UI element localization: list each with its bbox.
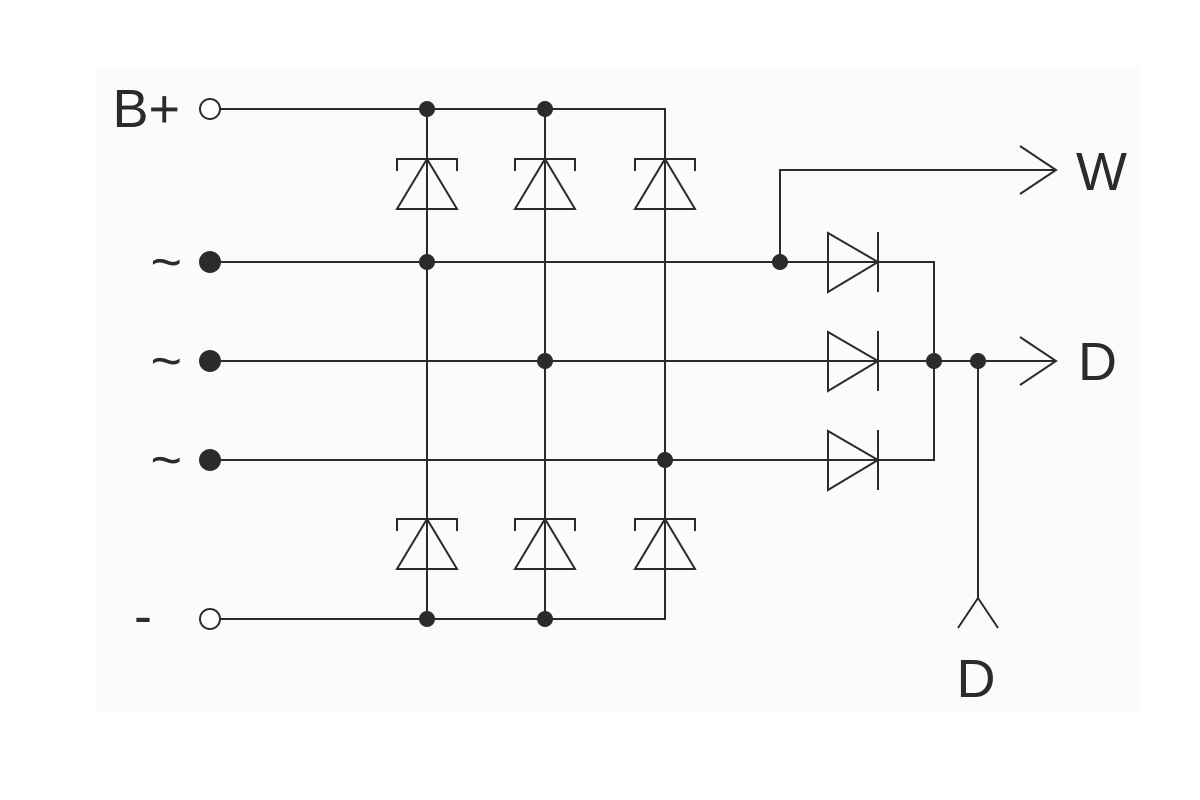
w-output-arrow xyxy=(1019,145,1058,195)
w-tap-line xyxy=(779,169,1056,263)
b-plus-label: B+ xyxy=(112,79,180,139)
ac-label-2: ~ xyxy=(150,331,182,391)
junction-dots xyxy=(419,101,986,627)
ac-terminal-2 xyxy=(199,350,221,372)
ac-label-3: ~ xyxy=(150,430,182,490)
zener-diode-upper-3 xyxy=(633,157,697,210)
minus-label: - xyxy=(134,586,152,646)
b-plus-terminal xyxy=(199,98,221,120)
diagram-panel xyxy=(95,68,1140,713)
d-output-label: D xyxy=(1078,332,1117,392)
zener-diode-lower-3 xyxy=(633,517,697,570)
junction-dot xyxy=(419,254,435,270)
junction-dot xyxy=(537,353,553,369)
ac-terminal-1 xyxy=(199,251,221,273)
junction-dot xyxy=(772,254,788,270)
w-output-label: W xyxy=(1076,142,1127,202)
minus-terminal xyxy=(199,608,221,630)
junction-dot xyxy=(537,101,553,117)
d-lower-label: D xyxy=(957,649,996,709)
junction-dot xyxy=(537,611,553,627)
junction-dot xyxy=(657,452,673,468)
junction-dot xyxy=(970,353,986,369)
zener-diode-upper-2 xyxy=(513,157,577,210)
zener-diode-lower-2 xyxy=(513,517,577,570)
junction-dot xyxy=(926,353,942,369)
zener-diode-upper-1 xyxy=(395,157,459,210)
junction-dot xyxy=(419,101,435,117)
d-lower-arrow xyxy=(957,596,999,629)
ac-label-1: ~ xyxy=(150,232,182,292)
ac-terminal-3 xyxy=(199,449,221,471)
junction-dot xyxy=(419,611,435,627)
zener-diode-lower-1 xyxy=(395,517,459,570)
d-output-arrow xyxy=(1019,336,1058,386)
